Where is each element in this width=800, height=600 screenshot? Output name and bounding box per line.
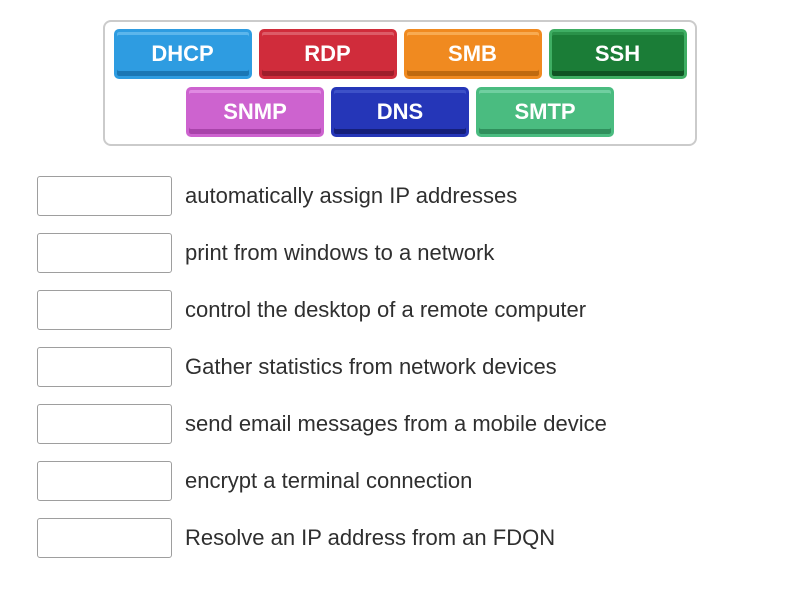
match-row: Gather statistics from network devices <box>37 347 777 387</box>
clue-text-3: control the desktop of a remote computer <box>185 297 587 322</box>
answer-slot-7[interactable] <box>37 518 172 558</box>
match-row: print from windows to a network <box>37 233 777 273</box>
clue-text-6: encrypt a terminal connection <box>185 468 473 493</box>
chip-ssh[interactable]: SSH <box>548 29 687 79</box>
word-bank-row-1: DHCP RDP SMB SSH <box>113 29 687 79</box>
chip-dhcp[interactable]: DHCP <box>113 29 252 79</box>
clue-text-5: send email messages from a mobile device <box>185 411 607 436</box>
match-row: automatically assign IP addresses <box>37 176 777 216</box>
match-list: automatically assign IP addresses print … <box>37 176 777 575</box>
clue-text-2: print from windows to a network <box>185 240 495 265</box>
word-bank-row-2: SNMP DNS SMTP <box>186 87 614 137</box>
match-row: encrypt a terminal connection <box>37 461 777 501</box>
match-row: send email messages from a mobile device <box>37 404 777 444</box>
answer-slot-3[interactable] <box>37 290 172 330</box>
answer-slot-6[interactable] <box>37 461 172 501</box>
clue-text-7: Resolve an IP address from an FDQN <box>185 525 556 550</box>
match-row: control the desktop of a remote computer <box>37 290 777 330</box>
match-row: Resolve an IP address from an FDQN <box>37 518 777 558</box>
chip-snmp[interactable]: SNMP <box>186 87 324 137</box>
clue-text-4: Gather statistics from network devices <box>185 354 557 379</box>
word-bank-panel: DHCP RDP SMB SSH SNMP DNS SMTP <box>103 20 697 146</box>
chip-smtp[interactable]: SMTP <box>476 87 614 137</box>
chip-rdp[interactable]: RDP <box>258 29 397 79</box>
chip-smb[interactable]: SMB <box>403 29 542 79</box>
answer-slot-5[interactable] <box>37 404 172 444</box>
clue-text-1: automatically assign IP addresses <box>185 183 518 208</box>
answer-slot-4[interactable] <box>37 347 172 387</box>
chip-dns[interactable]: DNS <box>331 87 469 137</box>
answer-slot-1[interactable] <box>37 176 172 216</box>
answer-slot-2[interactable] <box>37 233 172 273</box>
